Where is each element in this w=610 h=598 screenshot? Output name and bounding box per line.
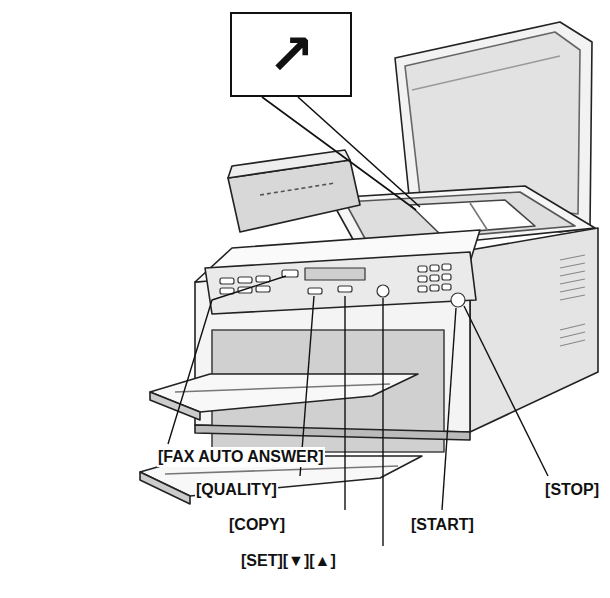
button-label: [STOP] — [544, 480, 600, 500]
arrow-symbol: ↗ — [268, 27, 315, 83]
button-label: [SET][▼][▲] — [240, 551, 337, 571]
button-label: [START] — [410, 515, 475, 535]
callout-box: ↗ — [230, 12, 352, 97]
button-label: [COPY] — [228, 515, 286, 535]
button-label: [FAX AUTO ANSWER] — [157, 447, 325, 467]
button-label: [QUALITY] — [195, 480, 278, 500]
